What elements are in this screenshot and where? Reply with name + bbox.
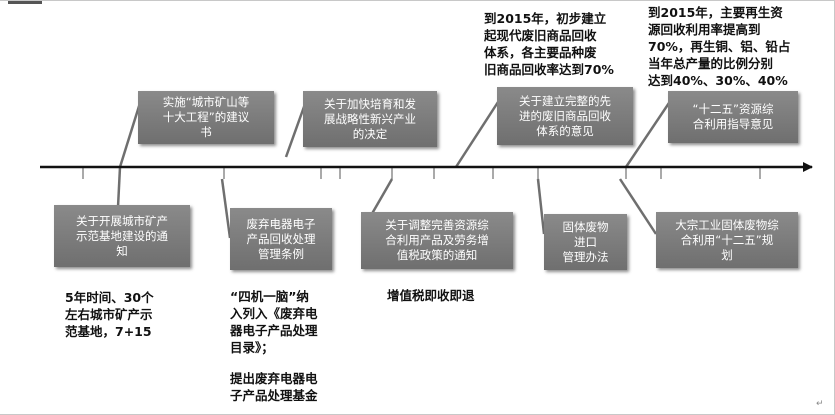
connector-recycling-system — [454, 98, 502, 168]
frame-top-border — [0, 0, 835, 1]
note-fund: 提出废弃电器电 子产品处理基金 — [230, 371, 318, 403]
box-recycling-system: 关于建立完整的先 进的废旧商品回收 体系的意见 — [497, 87, 633, 145]
box-solid-waste: 固体废物 进口 管理办法 — [544, 214, 627, 270]
note-metals-2015: 到2015年，主要再生资 源回收利用率提高到 70%，再生铜、铝、铅占 当年总产… — [648, 5, 791, 88]
connector-city-mine — [118, 102, 142, 168]
connector-industrial-solid-waste — [618, 178, 658, 235]
box-e-waste-regulation: 废弃电器电子 产品回收处理 管理条例 — [230, 208, 332, 270]
connector-solid-waste — [536, 178, 546, 235]
note-four-machines: “四机一脑”纳 入列入《废弃电 器电子产品处理 目录》； — [230, 289, 318, 355]
box-12th-resource: “十二五”资源综 合利用指导意见 — [668, 91, 798, 143]
note-recycling-2015: 到2015年，初步建立 起现代废旧商品回收 体系，各主要品种废 旧商品回收率达到… — [484, 11, 614, 77]
box-city-mine: 实施“城市矿山等 十大工程”的建议 书 — [138, 91, 274, 144]
box-industrial-solid-waste: 大宗工业固体废物综 合利用“十二五”规 划 — [656, 212, 798, 268]
box-demo-base: 关于开展城市矿产 示范基地建设的通 知 — [54, 205, 190, 267]
note-vat-refund: 增值税即收即退 — [387, 288, 475, 303]
paragraph-end-mark: ↵ — [816, 399, 824, 409]
connector-e-waste-regulation — [220, 178, 232, 239]
box-vat-policy: 关于调整完善资源综 合利用产品及劳务增 值税政策的通知 — [361, 212, 513, 269]
connector-demo-base-axis — [116, 166, 122, 208]
box-emerging-industry: 关于加快培育和发 展战略性新兴产业 的决定 — [303, 91, 437, 147]
note-demo-base: 5年时间、30个 左右城市矿产示 范基地，7+15 — [65, 290, 154, 339]
connector-12th-resource — [624, 99, 673, 168]
corner-tab-mark — [8, 0, 42, 4]
timeline-ticks — [82, 167, 761, 179]
connector-emerging-industry — [284, 103, 307, 158]
